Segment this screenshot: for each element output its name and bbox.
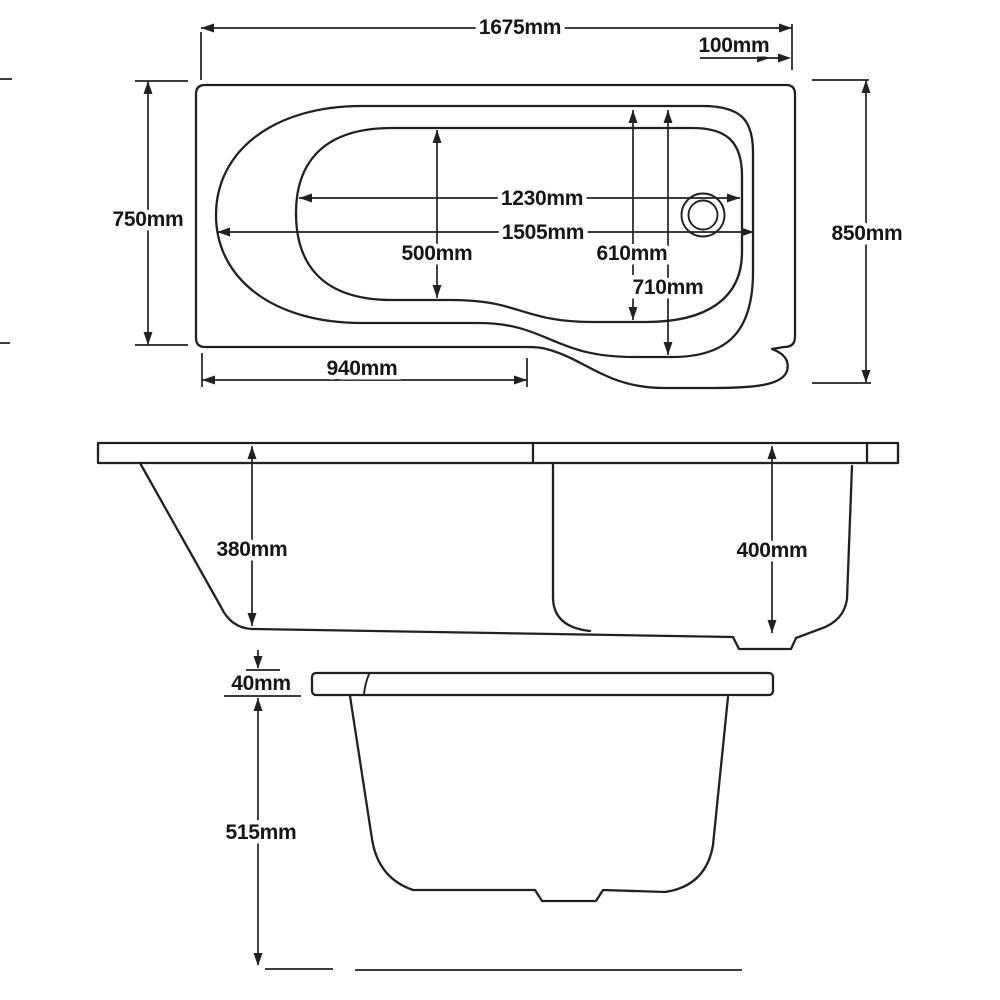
end-view: 40mm 515mm [221,650,775,971]
waste-drain-icon [680,192,726,238]
plan-view: 1675mm 100mm 750mm 850mm 1230mm 1505mm 5… [0,12,907,390]
end-dimension-lines [253,650,263,966]
plan-outer-outline [194,83,797,390]
end-rim-seam [363,673,370,695]
dim-inner-length-rim-label: 1505mm [502,221,584,244]
dim-inner-width-left-label: 500mm [402,242,473,265]
dim-inner-width-right-base-label: 610mm [597,242,668,265]
dim-rim-height-label: 40mm [231,672,291,695]
dim-depth-left-label: 380mm [217,538,288,561]
plan-interior-outline [294,126,744,324]
side-body-outline [138,461,854,651]
plan-dimension-lines [0,23,871,387]
end-rim-band [310,671,775,697]
dim-body-height-label: 515mm [226,821,297,844]
dim-depth-right-label: 400mm [737,539,808,562]
floor-line [265,968,742,971]
side-interior-line [551,462,592,633]
dim-overall-length-label: 1675mm [479,16,561,39]
dim-width-left-label: 750mm [113,208,184,231]
dim-inner-width-right-rim-label: 710mm [633,276,704,299]
dim-straight-section-label: 940mm [327,357,398,380]
end-body-outline [348,694,730,903]
dim-inner-length-base-label: 1230mm [501,187,583,210]
dim-width-right-label: 850mm [832,222,903,245]
dim-end-offset-label: 100mm [699,34,770,57]
side-rim-band [96,441,900,465]
side-view: 380mm 400mm [96,441,900,651]
end-dimension-ticks [224,669,301,697]
side-dimension-lines [247,446,777,633]
